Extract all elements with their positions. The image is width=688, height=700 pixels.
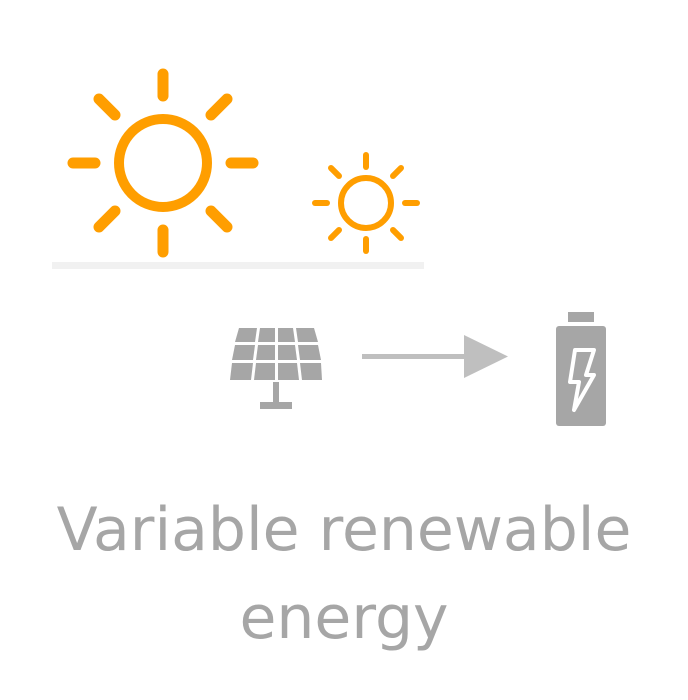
small-sun-icon <box>312 152 420 254</box>
caption-line-1: Variable renewable <box>56 495 632 565</box>
large-sun-icon <box>67 68 259 258</box>
caption-line-2: energy <box>239 583 449 653</box>
horizon-line <box>52 262 424 269</box>
battery-charging-icon <box>556 312 606 426</box>
solar-panel-icon <box>230 328 322 409</box>
arrow-right-icon <box>362 335 508 378</box>
caption: Variable renewable energy <box>0 486 688 662</box>
